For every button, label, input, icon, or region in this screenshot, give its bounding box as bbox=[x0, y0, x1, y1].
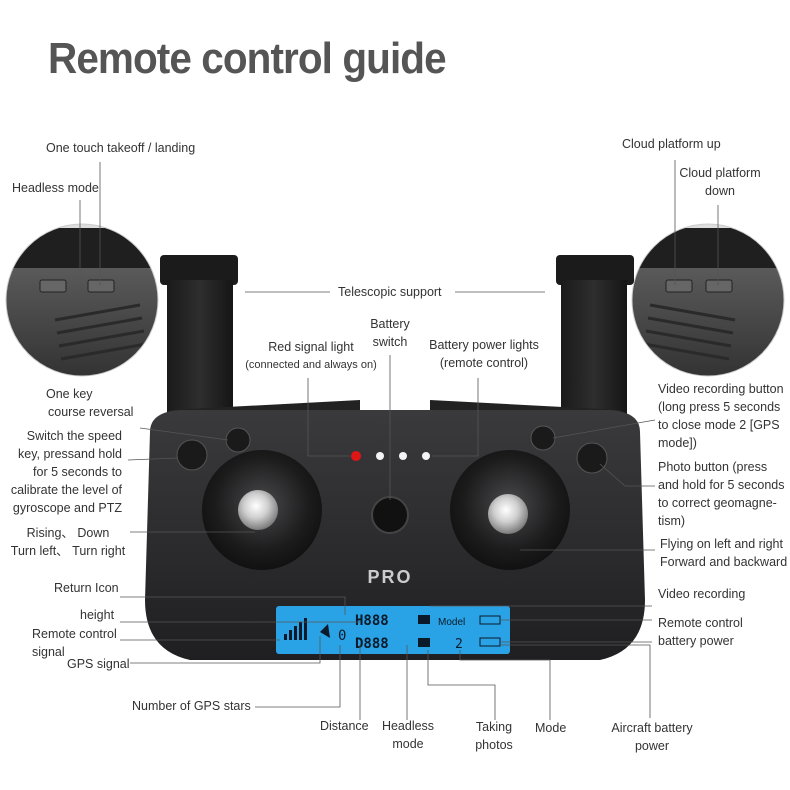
label-rising-line1: Rising、 Down bbox=[26, 526, 110, 540]
label-one-touch: One touch takeoff / landing bbox=[46, 141, 196, 155]
cloud-platform-zoom bbox=[632, 224, 784, 376]
label-taking-photos-line2: photos bbox=[475, 738, 513, 752]
red-signal-led bbox=[351, 451, 361, 461]
page-title: Remote control guide bbox=[48, 34, 447, 83]
label-taking-photos: Taking photos bbox=[466, 718, 522, 754]
label-headless-line2: mode bbox=[392, 737, 424, 751]
label-switch-speed-line5: gyroscope and PTZ bbox=[12, 501, 122, 515]
label-headless-line1: Headless bbox=[381, 719, 435, 733]
label-course-reversal-line1: One key bbox=[46, 387, 93, 401]
label-battery-switch: Battery switch bbox=[360, 315, 420, 351]
label-photo-button: Photo button (press and hold for 5 secon… bbox=[658, 458, 784, 530]
label-aircraft-battery-line1: Aircraft battery bbox=[611, 721, 693, 735]
video-button bbox=[530, 425, 556, 451]
telescopic-support-right bbox=[556, 255, 634, 430]
label-gps-signal: GPS signal bbox=[67, 657, 130, 671]
headless-button-zoom bbox=[6, 224, 158, 376]
label-rc-signal-line2: signal bbox=[32, 645, 65, 659]
battery-switch bbox=[371, 496, 409, 534]
lcd-model-text: Model bbox=[438, 617, 465, 628]
photo-button bbox=[576, 442, 608, 474]
one-touch-button bbox=[225, 427, 251, 453]
label-video-button-line4: mode]) bbox=[658, 436, 697, 450]
label-switch-speed-line3: for 5 seconds to bbox=[33, 465, 122, 479]
label-course-reversal: One key course reversal bbox=[46, 385, 133, 421]
label-video-recording: Video recording bbox=[658, 587, 746, 601]
label-rising: Rising、 Down Turn left、 Turn right bbox=[6, 524, 130, 560]
label-rc-battery: Remote control battery power bbox=[658, 614, 743, 650]
label-switch-speed-line1: Switch the speed bbox=[26, 429, 122, 443]
label-rc-signal: Remote control signal bbox=[32, 625, 117, 661]
label-photo-button-line4: tism) bbox=[658, 514, 686, 528]
label-battery-switch-line2: switch bbox=[372, 335, 408, 349]
label-course-reversal-line2: course reversal bbox=[48, 405, 134, 419]
label-switch-speed-line4: calibrate the level of bbox=[10, 483, 122, 497]
label-red-signal-line1: Red signal light bbox=[268, 340, 354, 354]
label-rising-line2: Turn left、 Turn right bbox=[10, 544, 126, 558]
lcd-distance-readout: D888 bbox=[355, 636, 389, 652]
label-cloud-down-line2: down bbox=[705, 184, 735, 198]
label-flying: Flying on left and right Forward and bac… bbox=[660, 535, 787, 571]
label-photo-button-line2: and hold for 5 seconds bbox=[658, 478, 785, 492]
label-rc-battery-line1: Remote control bbox=[658, 616, 743, 630]
label-aircraft-battery: Aircraft battery power bbox=[600, 719, 704, 755]
telescopic-support-left bbox=[160, 255, 238, 430]
label-battery-lights: Battery power lights (remote control) bbox=[424, 336, 544, 372]
speed-button bbox=[176, 439, 208, 471]
label-cloud-down-line1: Cloud platform bbox=[679, 166, 761, 180]
label-taking-photos-line1: Taking bbox=[475, 720, 513, 734]
label-red-signal-line2: (connected and always on) bbox=[245, 359, 377, 371]
label-photo-button-line1: Photo button (press bbox=[658, 460, 768, 474]
label-cloud-up: Cloud platform up bbox=[622, 137, 721, 151]
label-headless: Headless mode bbox=[378, 717, 438, 753]
brand-logo-text: PRO bbox=[367, 567, 412, 587]
label-return-icon: Return Icon bbox=[54, 581, 119, 595]
label-battery-switch-line1: Battery bbox=[370, 317, 410, 331]
label-photo-button-line3: to correct geomagne- bbox=[658, 496, 777, 510]
lcd-screen bbox=[276, 606, 510, 654]
label-video-button-line3: to close mode 2 [GPS bbox=[658, 418, 780, 432]
label-flying-line1: Flying on left and right bbox=[660, 537, 783, 551]
lcd-mode-readout: 2 bbox=[455, 637, 463, 652]
label-battery-lights-line2: (remote control) bbox=[439, 356, 529, 370]
label-aircraft-battery-line2: power bbox=[634, 739, 670, 753]
label-flying-line2: Forward and backward bbox=[660, 555, 788, 569]
lcd-gps-stars: 0 bbox=[338, 628, 346, 644]
lcd-height-readout: H888 bbox=[355, 613, 389, 629]
label-cloud-down: Cloud platform down bbox=[670, 164, 770, 200]
label-distance: Distance bbox=[320, 719, 369, 733]
label-gps-stars: Number of GPS stars bbox=[132, 699, 251, 713]
label-rc-battery-line2: battery power bbox=[658, 634, 734, 648]
label-height: height bbox=[80, 608, 115, 622]
label-video-button-line1: Video recording button bbox=[658, 382, 784, 396]
label-headless-mode: Headless mode bbox=[12, 181, 99, 195]
label-switch-speed: Switch the speed key, pressand hold for … bbox=[0, 427, 122, 517]
label-red-signal: Red signal light (connected and always o… bbox=[238, 338, 384, 374]
label-mode: Mode bbox=[535, 721, 567, 735]
label-battery-lights-line1: Battery power lights bbox=[429, 338, 539, 352]
label-video-button-line2: (long press 5 seconds bbox=[658, 400, 781, 414]
label-switch-speed-line2: key, pressand hold bbox=[18, 447, 122, 461]
label-telescopic: Telescopic support bbox=[338, 285, 442, 299]
label-video-button: Video recording button (long press 5 sec… bbox=[658, 380, 784, 452]
label-rc-signal-line1: Remote control bbox=[32, 627, 117, 641]
